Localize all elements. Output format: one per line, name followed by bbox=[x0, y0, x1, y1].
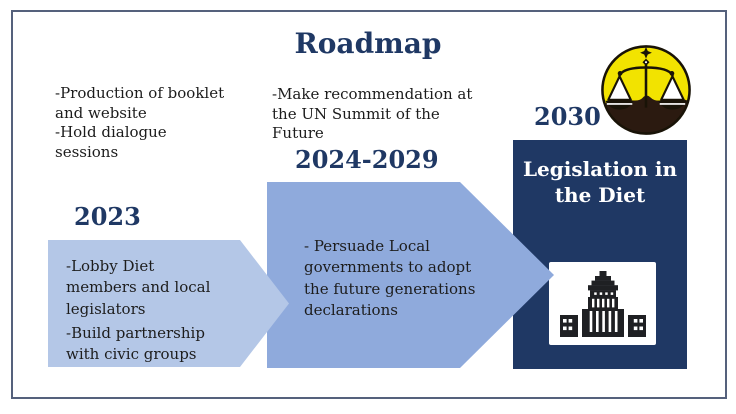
legislation-label: Legislation in the Diet bbox=[522, 157, 677, 207]
phase-2023-arrow bbox=[48, 240, 289, 367]
phase-2023-bullets: -Lobby Diet members and local legislator… bbox=[66, 256, 226, 368]
diet-building-plate bbox=[549, 262, 656, 345]
note-line: -Make recommendation at the UN Summit of… bbox=[272, 85, 473, 142]
year-label-2023: 2023 bbox=[74, 202, 141, 231]
phase-2024-note: -Make recommendation at the UN Summit of… bbox=[272, 85, 480, 144]
bullet: -Lobby Diet members and local legislator… bbox=[66, 257, 211, 318]
bullet: -Build partnership with civic groups bbox=[66, 323, 205, 364]
slide-border bbox=[11, 10, 727, 399]
scales-of-justice-icon bbox=[599, 43, 693, 137]
note-line: -Hold dialogue sessions bbox=[55, 123, 167, 161]
phase-2024-arrow bbox=[267, 182, 554, 368]
year-label-2024-2029: 2024-2029 bbox=[295, 145, 439, 174]
note-line: -Production of booklet and website bbox=[55, 84, 225, 122]
phase-2023-note: -Production of booklet and website -Hold… bbox=[55, 84, 227, 162]
national-diet-building-icon bbox=[559, 270, 646, 337]
page-title: Roadmap bbox=[294, 27, 442, 60]
bullet: - Persuade Local governments to adopt th… bbox=[304, 237, 476, 319]
phase-2024-bullets: - Persuade Local governments to adopt th… bbox=[304, 236, 480, 324]
year-label-2030: 2030 bbox=[534, 102, 601, 131]
